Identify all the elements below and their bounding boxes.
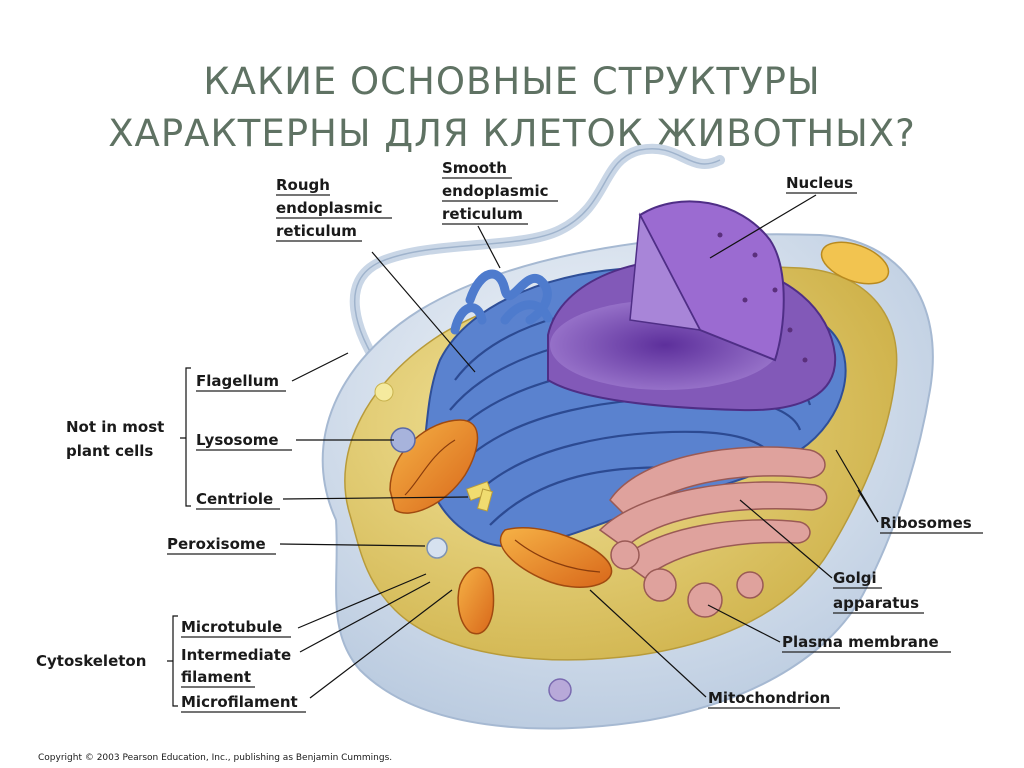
label-rough-er-line-2: endoplasmic <box>276 199 383 217</box>
label-rough-er-line-1: Rough <box>276 176 330 194</box>
label-mitochondrion: Mitochondrion <box>708 689 830 707</box>
label-rough-er-line-3: reticulum <box>276 222 357 240</box>
not-in-plant-cells-bracket <box>180 368 191 506</box>
label-intermediate-filament-line-1: Intermediate <box>181 646 291 664</box>
label-centriole: Centriole <box>196 490 273 508</box>
label-microtubule: Microtubule <box>181 618 282 636</box>
label-microfilament: Microfilament <box>181 693 298 711</box>
vesicle-shape <box>549 679 571 701</box>
label-nucleus: Nucleus <box>786 174 853 192</box>
peroxisome-shape <box>427 538 447 558</box>
label-rough-er: Rough endoplasmic reticulum <box>276 176 392 241</box>
label-intermediate-filament-line-2: filament <box>181 668 251 686</box>
copyright-notice: Copyright © 2003 Pearson Education, Inc.… <box>38 753 392 763</box>
label-lysosome: Lysosome <box>196 431 279 449</box>
label-ribosomes: Ribosomes <box>880 514 972 532</box>
lysosome-shape <box>391 428 415 452</box>
cytoskeleton-bracket <box>167 616 178 706</box>
label-flagellum: Flagellum <box>196 372 279 390</box>
label-not-in-most-line-1: Not in most <box>66 418 164 436</box>
label-golgi-line-2: apparatus <box>833 594 919 612</box>
label-plasma-membrane: Plasma membrane <box>782 633 939 651</box>
label-peroxisome: Peroxisome <box>167 535 266 553</box>
label-not-in-most-line-2: plant cells <box>66 442 153 460</box>
label-cytoskeleton: Cytoskeleton <box>36 652 146 670</box>
flagellum-base-shape <box>375 383 393 401</box>
label-smooth-er-line-1: Smooth <box>442 159 507 177</box>
label-smooth-er-line-3: reticulum <box>442 205 523 223</box>
nucleus-shape <box>548 201 835 410</box>
label-golgi-line-1: Golgi <box>833 569 877 587</box>
label-smooth-er-line-2: endoplasmic <box>442 182 549 200</box>
label-smooth-er: Smooth endoplasmic reticulum <box>442 159 558 224</box>
